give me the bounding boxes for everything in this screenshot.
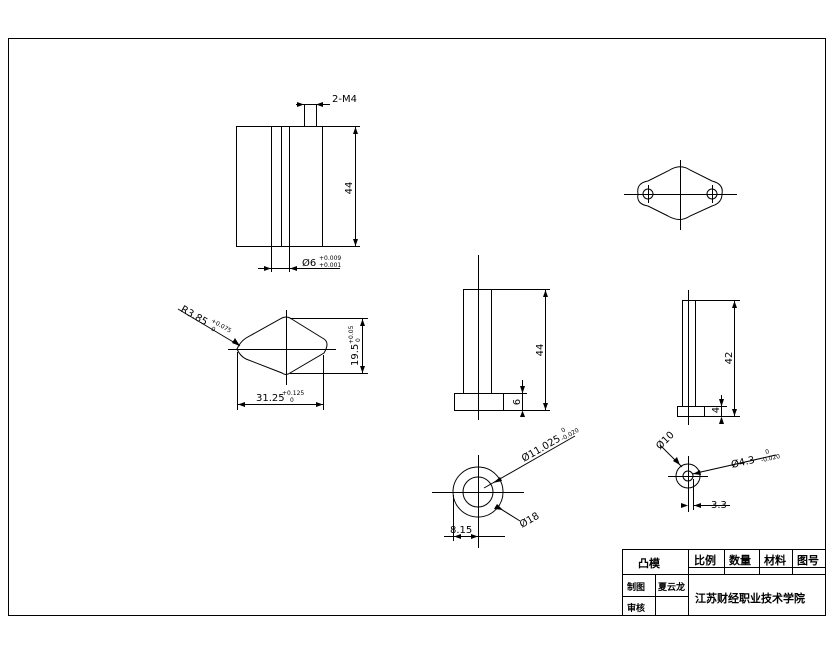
checked-by-label: 审核 [627, 602, 645, 614]
pin-side-view [454, 255, 550, 420]
drawn-by-label: 制图 [627, 581, 645, 593]
front-view [236, 104, 360, 272]
diamond-width-label: 31.25 [256, 393, 285, 404]
dia6-label: Ø6 [302, 257, 316, 269]
drawing-no-header: 图号 [797, 554, 819, 567]
diamond-height-tol-up: +0.05 [348, 325, 355, 344]
pin-base-6-label: 6 [512, 399, 523, 405]
school-name: 江苏财经职业技术学院 [695, 591, 805, 605]
dia11-tol-up: 0 [560, 426, 567, 434]
diamond-view [177, 308, 368, 410]
diamond-width-tol-low: 0 [290, 397, 294, 404]
flange-view [624, 160, 737, 230]
dist815-label: 8.15 [450, 525, 472, 536]
drawer-name: 夏云龙 [657, 581, 685, 593]
radius-tol-low: 0 [210, 326, 217, 334]
title-block [622, 549, 826, 616]
dia43-tol-up: 0 [765, 448, 770, 456]
dia43-label: Ø4.3 [730, 454, 756, 471]
diamond-width-tol-up: +0.125 [282, 390, 304, 397]
material-header: 材料 [764, 553, 786, 567]
pin-height-44-label: 44 [535, 344, 546, 357]
radius-label: R3.85 [179, 304, 210, 328]
quantity-header: 数量 [729, 553, 751, 567]
diamond-height-label: 19.5 [350, 344, 361, 366]
dia6-tol-low: +0.001 [319, 262, 341, 269]
height-44-label: 44 [344, 182, 355, 195]
arrowheads [232, 102, 737, 539]
dia11-label: Ø11.025 [520, 433, 563, 465]
dia10-label: Ø10 [654, 429, 677, 452]
dia18-label: Ø18 [518, 510, 542, 531]
thread-label: 2-M4 [332, 94, 357, 105]
dia43-tol-low: -0.020 [760, 453, 781, 464]
pin2-height-42-label: 42 [724, 352, 735, 365]
dist33-label: 3.3 [711, 500, 727, 511]
part-name: 凸模 [638, 556, 661, 570]
pin2-side-view [677, 290, 740, 425]
diamond-height-tol-low: 0 [355, 338, 362, 342]
pin2-base-4-label: 4 [711, 407, 722, 413]
dia6-tol-up: +0.009 [319, 255, 341, 262]
scale-header: 比例 [694, 553, 716, 567]
drawing-frame [8, 38, 826, 616]
